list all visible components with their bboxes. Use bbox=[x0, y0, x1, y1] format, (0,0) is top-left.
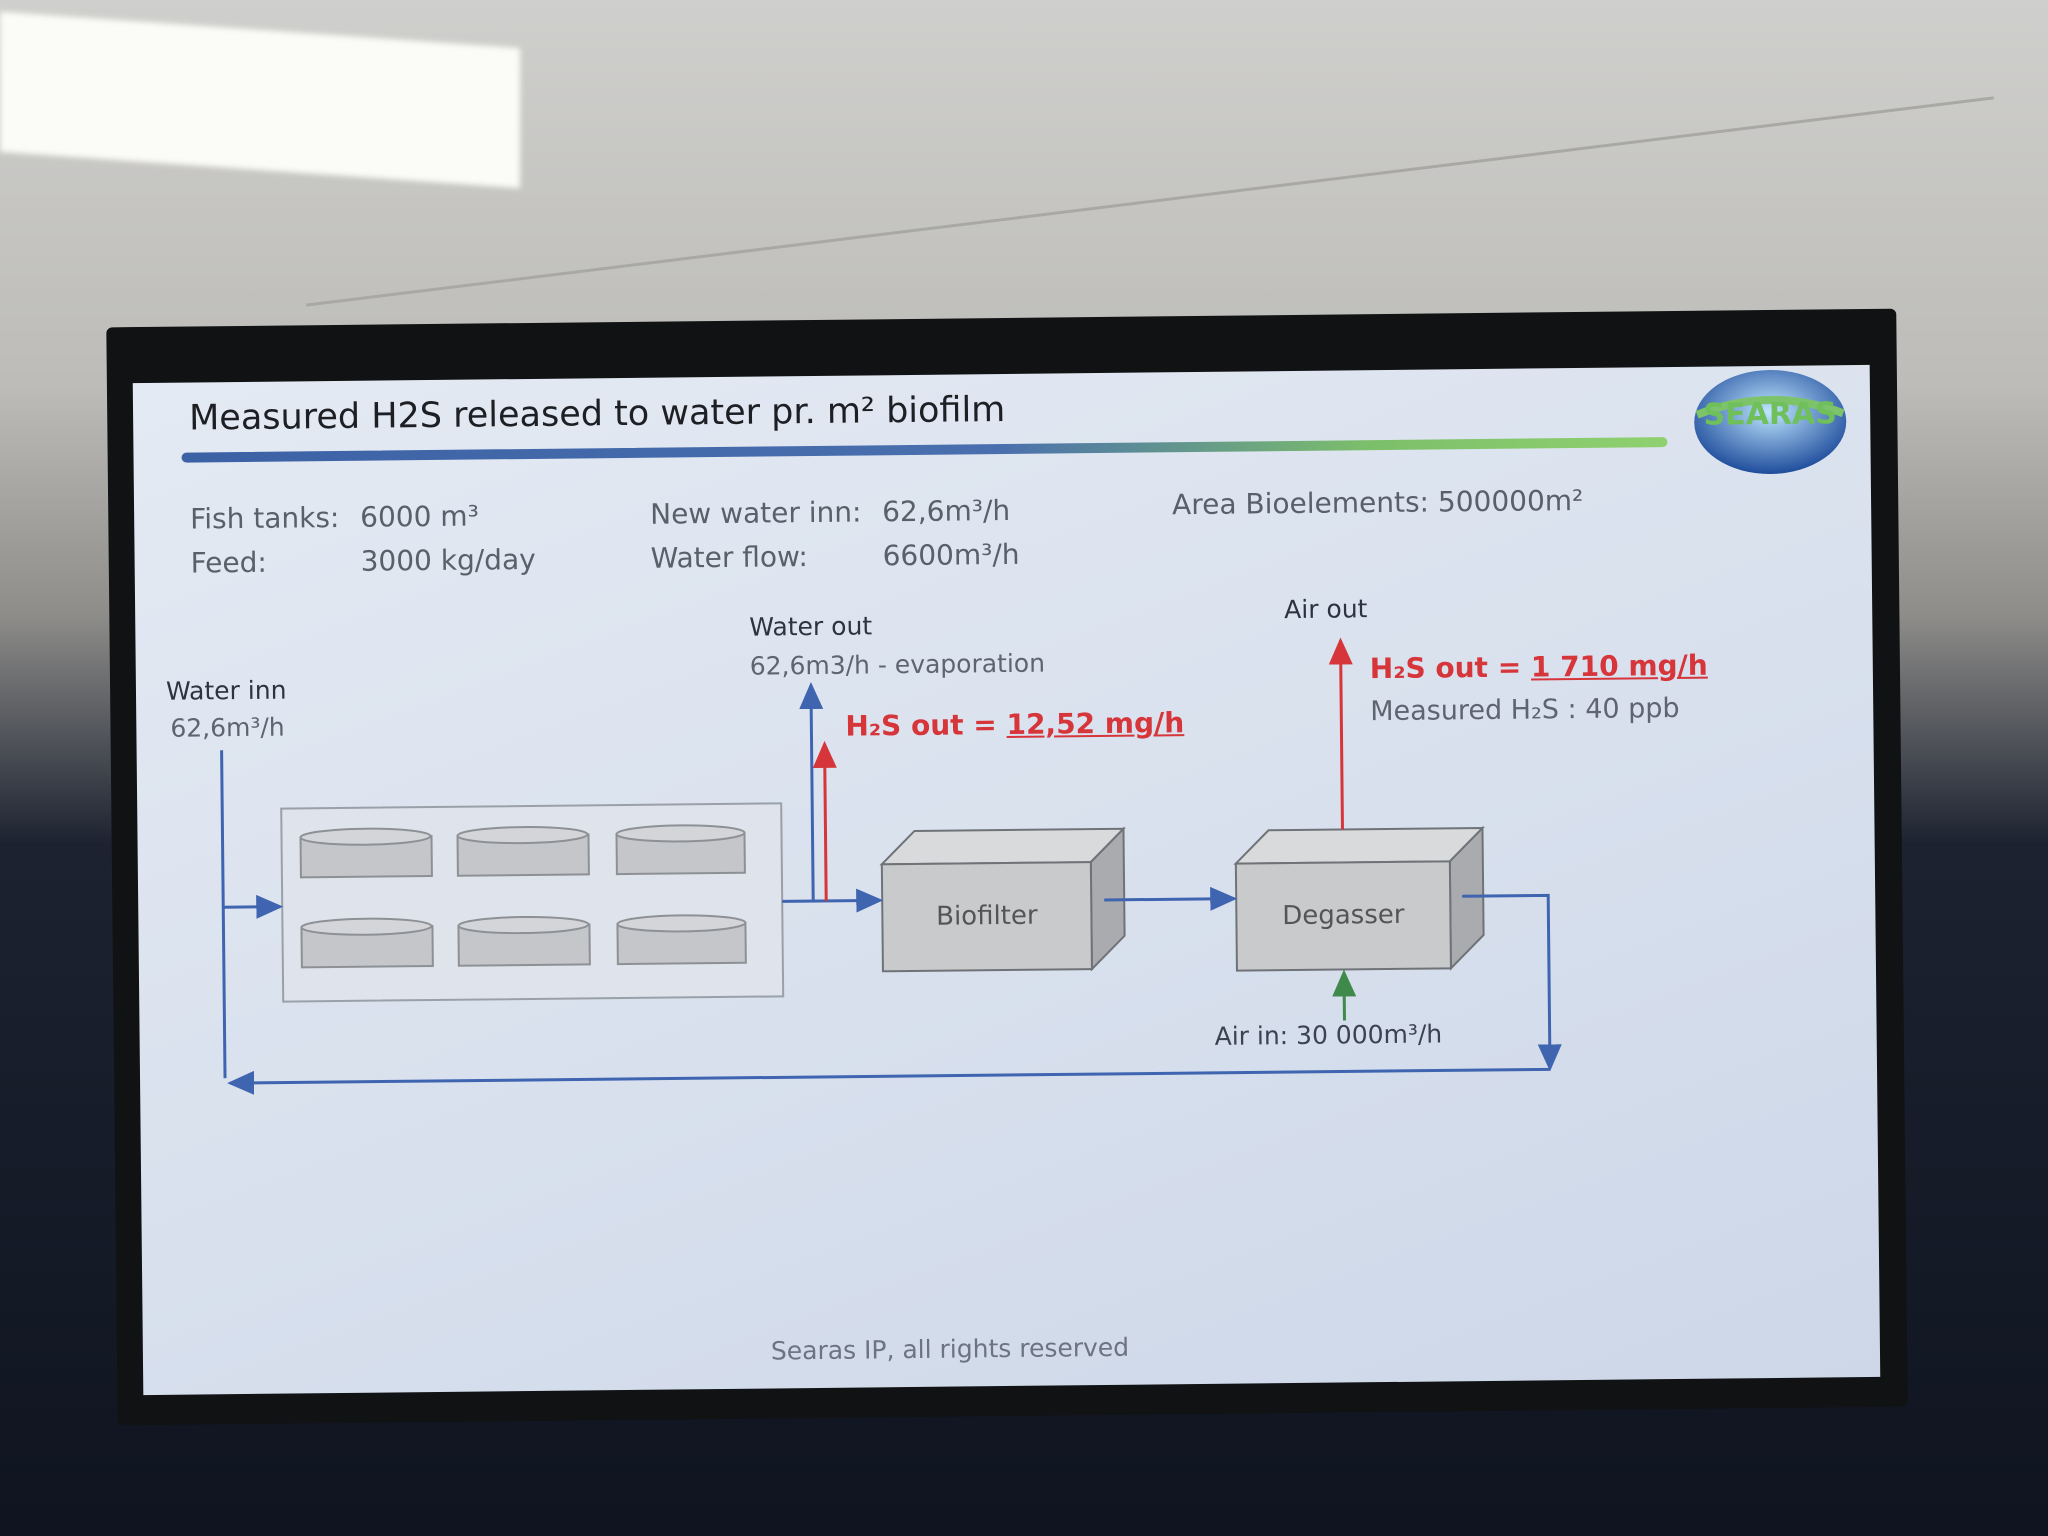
air-in-arrow bbox=[1332, 969, 1357, 1021]
degasser-outflow-arrow bbox=[1462, 893, 1562, 1072]
tanks-to-biofilter-arrow bbox=[782, 888, 884, 913]
ceiling-grid bbox=[306, 96, 1994, 307]
biofilter-to-degasser-arrow bbox=[1104, 886, 1238, 911]
process-diagram bbox=[220, 637, 1562, 1095]
h2s-water-out-arrow bbox=[812, 740, 837, 901]
measured-h2s: Measured H₂S : 40 ppb bbox=[1370, 692, 1680, 728]
water-inn-label: Water inn bbox=[165, 675, 287, 706]
fish-tank-group bbox=[280, 802, 785, 1003]
h2s-water-prefix: H₂S out = bbox=[845, 707, 1007, 743]
degasser-box bbox=[1233, 825, 1485, 972]
fish-tank bbox=[300, 917, 434, 969]
water-out-label: Water out bbox=[749, 611, 873, 642]
svg-text:SEARAS: SEARAS bbox=[1703, 396, 1837, 432]
presentation-slide: Measured H2S released to water pr. m² bi… bbox=[132, 364, 1881, 1396]
slide-footer: Searas IP, all rights reserved bbox=[770, 1332, 1130, 1366]
return-flow-arrow bbox=[227, 1067, 1551, 1095]
air-out-arrow bbox=[1328, 637, 1353, 830]
h2s-air-out: H₂S out = 1 710 mg/h bbox=[1370, 649, 1708, 686]
h2s-air-prefix: H₂S out = bbox=[1369, 650, 1532, 686]
fish-tank bbox=[615, 824, 746, 876]
ceiling-light bbox=[0, 11, 520, 189]
fish-tank bbox=[457, 916, 591, 967]
inflow-arrow bbox=[223, 894, 284, 919]
h2s-water-out: H₂S out = 12,52 mg/h bbox=[845, 706, 1184, 743]
water-inn-line bbox=[220, 750, 227, 1079]
water-out-value: 62,6m3/h - evaporation bbox=[749, 648, 1046, 681]
searas-logo: SEARAS bbox=[1691, 365, 1850, 479]
h2s-water-value: 12,52 mg/h bbox=[1006, 706, 1185, 741]
fish-tank bbox=[616, 914, 747, 966]
biofilter-label: Biofilter bbox=[935, 900, 1038, 932]
air-out-label: Air out bbox=[1284, 594, 1368, 625]
fish-tank bbox=[456, 826, 590, 877]
air-in-label: Air in: 30 000m³/h bbox=[1214, 1019, 1443, 1051]
h2s-air-value: 1 710 mg/h bbox=[1530, 648, 1708, 684]
water-out-arrow bbox=[799, 682, 824, 902]
water-inn-value: 62,6m³/h bbox=[170, 712, 285, 743]
degasser-label: Degasser bbox=[1282, 899, 1405, 932]
fish-tank bbox=[299, 827, 433, 879]
